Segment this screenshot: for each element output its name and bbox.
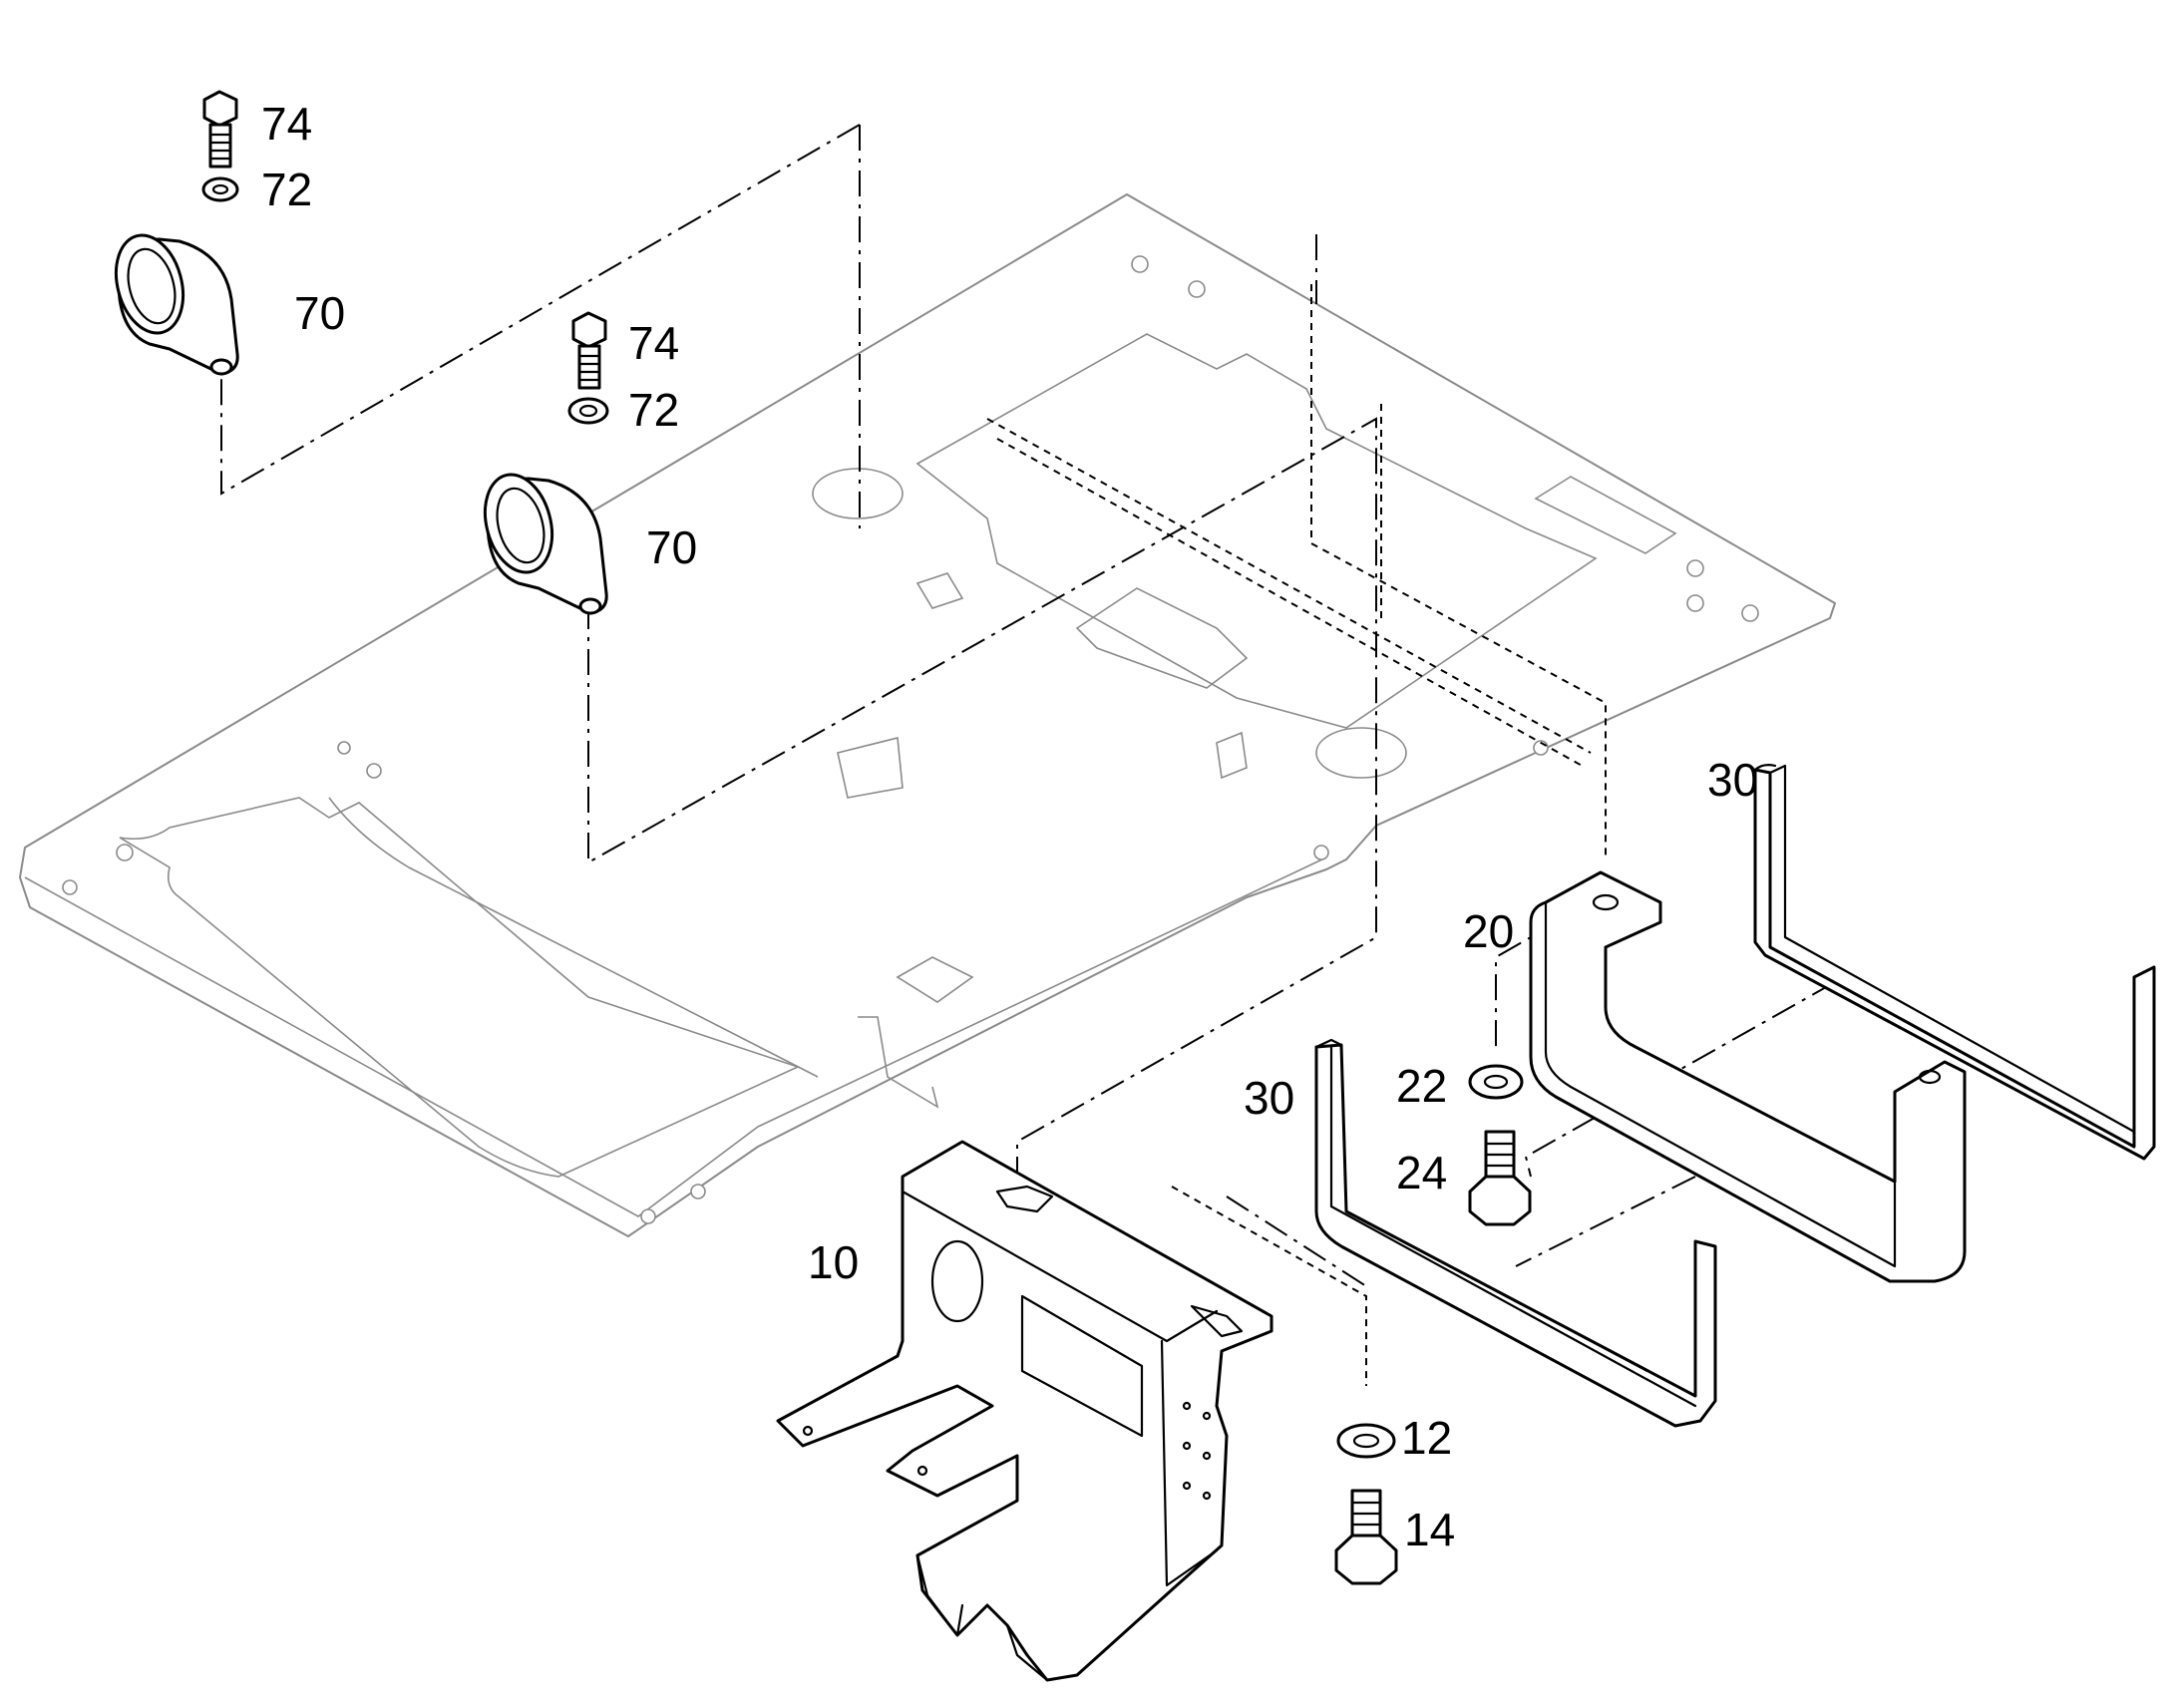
bracket-20 <box>1529 870 1967 1283</box>
washer-72-upper <box>201 176 239 202</box>
bolt-74-lower <box>571 311 607 390</box>
bracket-10 <box>776 1140 1273 1682</box>
callout-30-left: 30 <box>1244 1072 1294 1124</box>
callout-22: 22 <box>1396 1060 1447 1112</box>
bolt-74-upper <box>202 90 238 169</box>
callout-14: 14 <box>1404 1504 1455 1555</box>
callout-72-upper: 72 <box>261 164 312 215</box>
callout-70-upper: 70 <box>294 287 345 339</box>
callout-10: 10 <box>808 1236 859 1288</box>
center-lines <box>220 124 1836 1287</box>
callout-24: 24 <box>1396 1147 1447 1198</box>
hidden-lines <box>986 284 1607 1386</box>
washer-72-lower <box>567 397 609 425</box>
u-rail-30-left <box>1314 1038 1717 1428</box>
callout-72-lower: 72 <box>628 384 679 436</box>
callout-labels: 74 72 70 74 72 70 30 20 22 24 30 10 12 1… <box>261 98 1758 1555</box>
callout-30-right: 30 <box>1707 754 1758 806</box>
elbow-duct-70-lower <box>483 473 608 615</box>
callout-12: 12 <box>1401 1412 1452 1464</box>
washer-22 <box>1468 1064 1524 1100</box>
callout-74-lower: 74 <box>628 317 679 369</box>
callout-20: 20 <box>1463 905 1514 957</box>
washer-12 <box>1336 1423 1396 1459</box>
u-rail-30-right <box>1753 764 2156 1161</box>
callout-74-upper: 74 <box>261 98 312 150</box>
bolt-24 <box>1468 1130 1532 1226</box>
floor-plate <box>19 193 1836 1237</box>
elbow-duct-70-upper <box>114 233 239 376</box>
callout-70-lower: 70 <box>646 521 697 573</box>
bolt-14 <box>1334 1489 1398 1585</box>
